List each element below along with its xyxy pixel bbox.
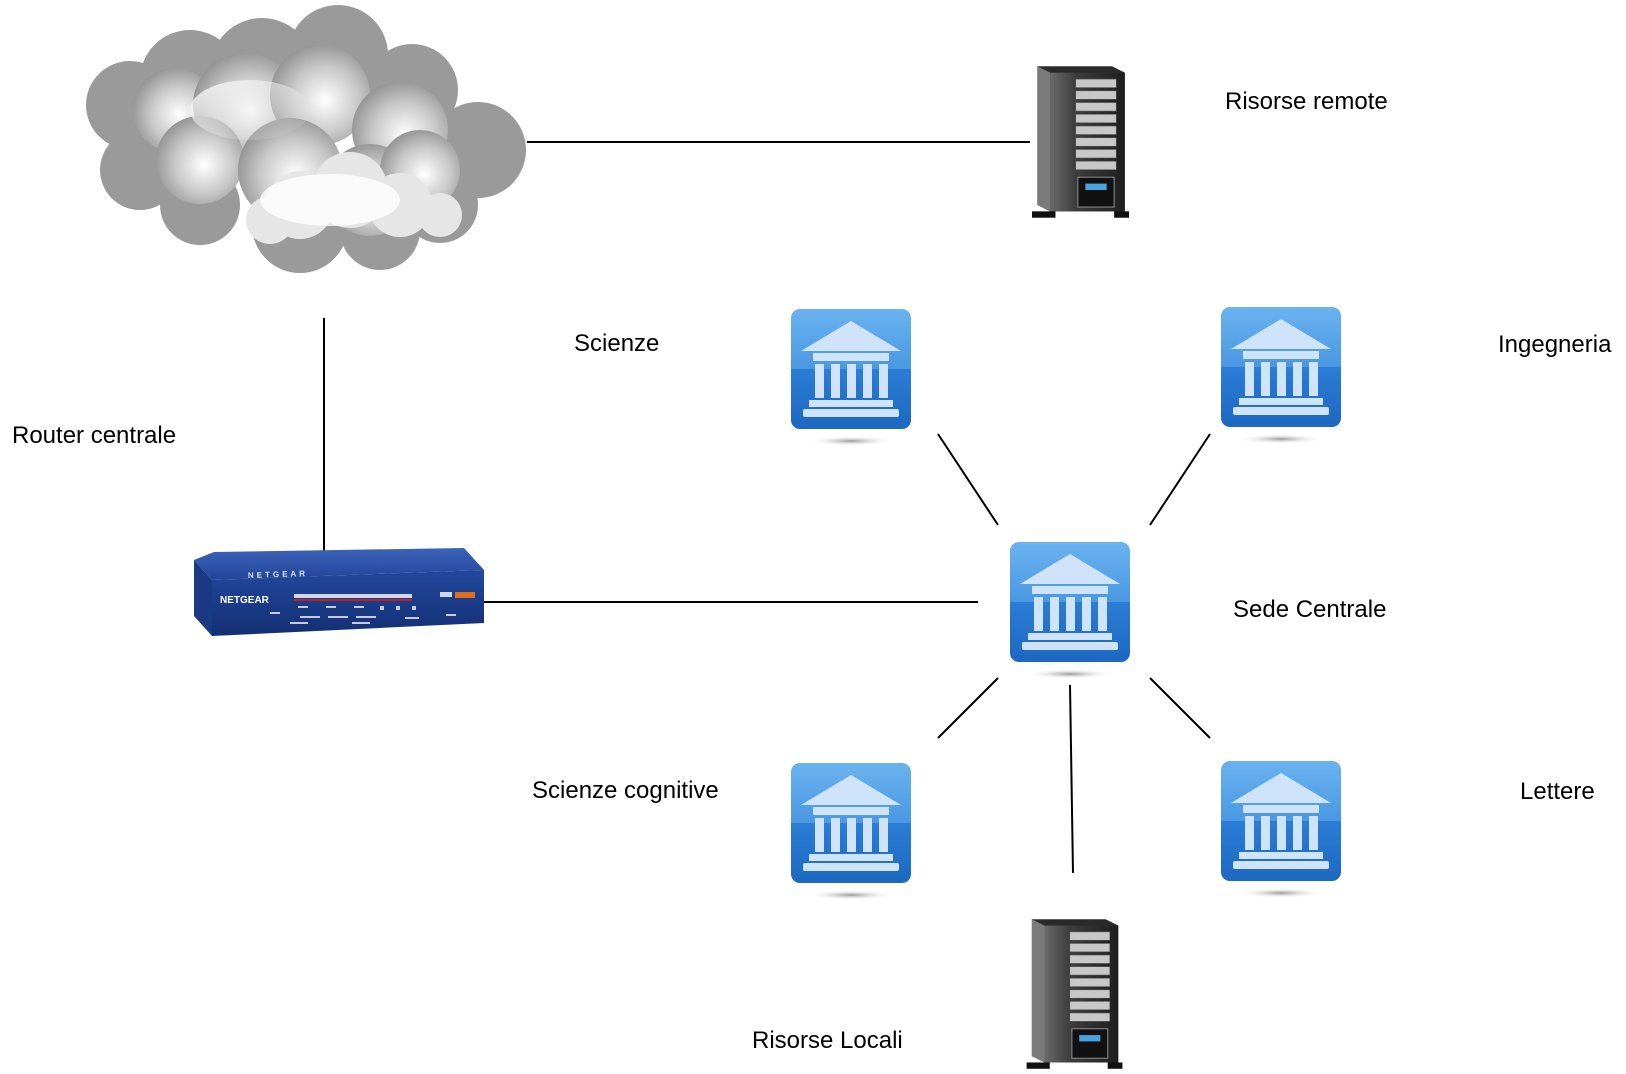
remote-server-icon xyxy=(1031,65,1130,219)
link-sede-scienze xyxy=(937,433,999,526)
link-sede-ingegneria xyxy=(1149,433,1211,526)
label-router-centrale: Router centrale xyxy=(12,422,177,449)
cloud-icon xyxy=(86,5,526,273)
label-risorse-remote: Risorse remote xyxy=(1225,88,1388,115)
label-scienze: Scienze xyxy=(574,330,660,357)
building-icon-sede-centrale xyxy=(1010,542,1130,679)
label-sede-centrale: Sede Centrale xyxy=(1233,596,1387,623)
building-icon-scienze xyxy=(791,309,911,446)
label-risorse-locali: Risorse Locali xyxy=(752,1027,903,1054)
building-icon-lettere xyxy=(1221,761,1341,898)
router-brand-label: NETGEAR xyxy=(220,595,270,606)
label-lettere: Lettere xyxy=(1520,778,1595,805)
link-sede-local-server xyxy=(1069,684,1074,874)
router-top-brand-label: NETGEAR xyxy=(248,569,308,580)
connection-lines xyxy=(323,141,1211,874)
label-scienze-cognitive: Scienze cognitive xyxy=(532,777,719,804)
router-device-icon: NETGEAR NETGEAR xyxy=(194,548,484,636)
building-icon-ingegneria xyxy=(1221,307,1341,444)
building-icon-scienze-cognitive xyxy=(791,763,911,900)
label-ingegneria: Ingegneria xyxy=(1498,331,1612,358)
link-sede-lettere xyxy=(1149,677,1211,739)
link-sede-scienze-cognitive xyxy=(937,677,999,739)
local-server-icon xyxy=(1026,918,1124,1070)
